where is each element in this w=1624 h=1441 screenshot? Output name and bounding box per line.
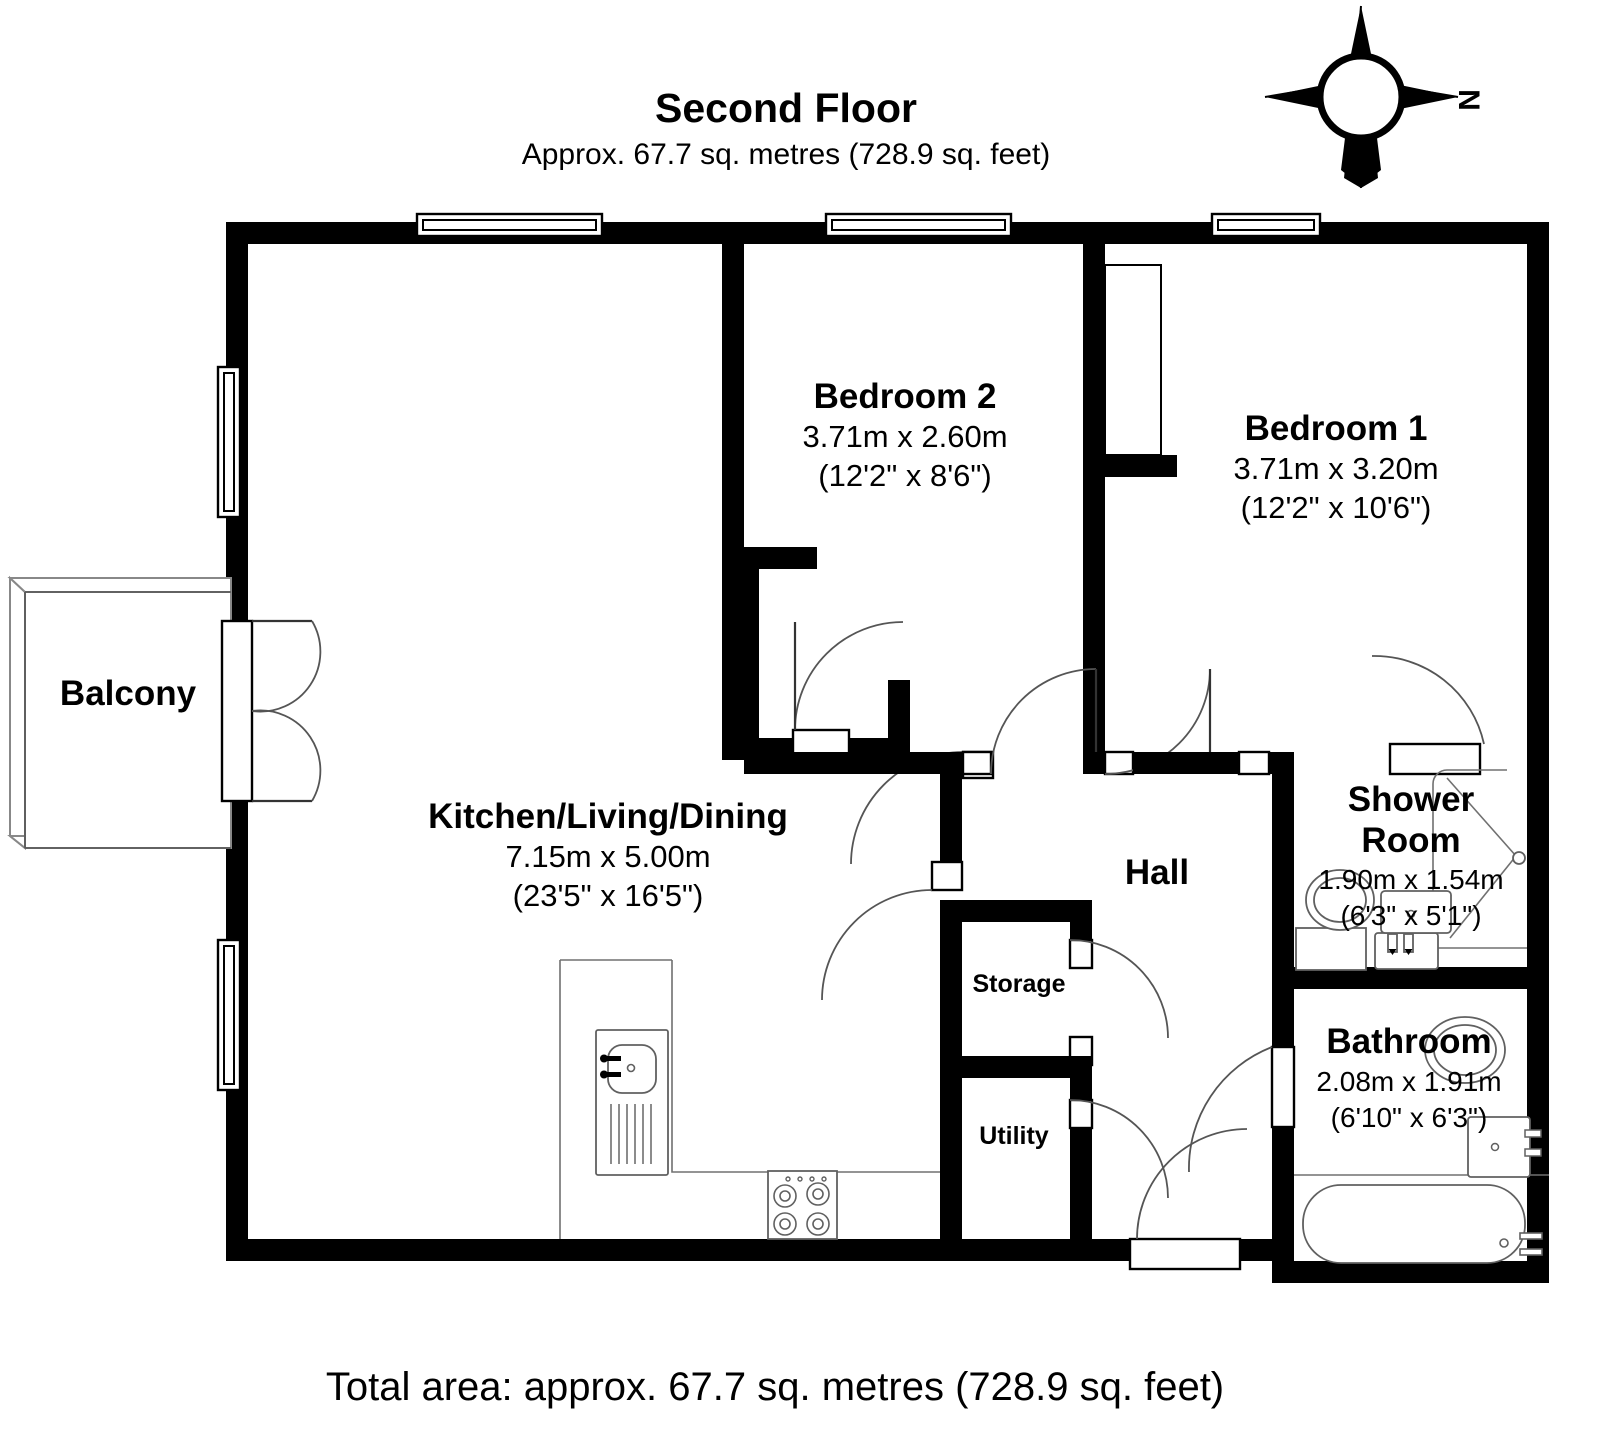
door-shower-room — [1371, 655, 1485, 776]
floorplan-walls: Balcony — [7, 212, 1549, 1283]
door-frame-entrance — [1128, 1237, 1242, 1271]
door-frame-balcony — [220, 619, 254, 803]
door-frame-utility — [1068, 1098, 1094, 1130]
room-label-bathroom: Bathroom 2.08m x 1.91m (6'10" x 6'3") — [1316, 1022, 1501, 1133]
wall-storage-right-upper — [1070, 900, 1092, 940]
opening-shower-room — [1237, 750, 1271, 776]
window-kld-top — [415, 212, 604, 238]
hob-four-burner — [767, 1170, 838, 1240]
room-name-bedroom1: Bedroom 1 — [1245, 409, 1428, 448]
room-name-shower-line2: Room — [1361, 821, 1460, 860]
balcony-rail-left — [9, 575, 26, 851]
wall-hall-top-left — [744, 752, 963, 774]
window-bedroom2-top — [824, 212, 1013, 238]
header-block: Second Floor Approx. 67.7 sq. metres (72… — [522, 85, 1051, 171]
shower-cubicle — [1432, 769, 1527, 949]
room-dim-metric-bathroom: 2.08m x 1.91m — [1316, 1066, 1501, 1097]
room-name-kld: Kitchen/Living/Dining — [428, 797, 788, 836]
bathroom-fixtures — [1294, 1016, 1549, 1264]
wall-bath-left — [1272, 752, 1294, 1283]
wall-bedroom2-bedroom1 — [1083, 244, 1105, 770]
door-frame-kld — [930, 860, 964, 892]
room-name-bathroom: Bathroom — [1326, 1022, 1491, 1061]
wall-bottom-left — [226, 1239, 1286, 1261]
wc-bathroom — [1424, 1016, 1506, 1084]
door-frame-bathroom — [1270, 1045, 1296, 1129]
wall-shower-bathroom — [1272, 967, 1549, 989]
opening-storage-top — [1068, 938, 1094, 970]
page-title: Second Floor — [655, 85, 917, 131]
window-bedroom1-top — [1210, 212, 1322, 238]
entrance-door — [1128, 1128, 1248, 1271]
room-dim-metric-shower: 1.90m x 1.54m — [1318, 864, 1503, 895]
door-bathroom — [1188, 1045, 1296, 1173]
kitchen-sink-with-drainer — [595, 1029, 669, 1176]
wall-right — [1527, 222, 1549, 1283]
wall-storage-utility — [940, 1056, 1092, 1078]
room-label-kld: Kitchen/Living/Dining 7.15m x 5.00m (23'… — [428, 797, 788, 913]
compass-north-label: N — [1452, 89, 1485, 111]
room-dim-imperial-bedroom2: (12'2" x 8'6") — [818, 458, 991, 493]
wall-hall-left-upper — [940, 774, 962, 862]
wall-bottom-right — [1272, 1261, 1549, 1283]
basin-bathroom — [1467, 1116, 1542, 1178]
balcony-structure: Balcony — [7, 575, 232, 851]
room-label-bedroom1: Bedroom 1 3.71m x 3.20m (12'2" x 10'6") — [1233, 409, 1438, 525]
wall-kld-utility — [940, 900, 962, 1261]
room-label-storage: Storage — [972, 970, 1065, 998]
room-label-bedroom2: Bedroom 2 3.71m x 2.60m (12'2" x 8'6") — [802, 377, 1007, 493]
window-kld-left-lower — [216, 938, 242, 1092]
basin-shower-room — [1374, 890, 1452, 970]
room-label-shower-room: Shower Room 1.90m x 1.54m (6'3" x 5'1") — [1318, 780, 1503, 931]
room-dim-imperial-bedroom1: (12'2" x 10'6") — [1241, 490, 1432, 525]
opening-bedroom2 — [961, 750, 993, 776]
room-dim-metric-bedroom2: 3.71m x 2.60m — [802, 419, 1007, 454]
room-name-bedroom2: Bedroom 2 — [814, 377, 997, 416]
wall-storage-top — [940, 900, 1092, 922]
wall-utility-right — [1070, 1128, 1092, 1239]
balcony-french-doors — [220, 619, 322, 803]
bedroom1-wardrobe-recess — [1104, 264, 1177, 477]
door-frame-shower — [1388, 742, 1482, 776]
room-dim-imperial-kld: (23'5" x 16'5") — [513, 878, 704, 913]
room-label-utility: Utility — [979, 1122, 1049, 1150]
balcony-rail-top — [7, 577, 232, 593]
compass-rose-icon: N — [1264, 5, 1485, 189]
room-dim-metric-bedroom1: 3.71m x 3.20m — [1233, 451, 1438, 486]
footer-total-area: Total area: approx. 67.7 sq. metres (728… — [326, 1365, 1224, 1409]
room-dim-imperial-bathroom: (6'10" x 6'3") — [1331, 1102, 1488, 1133]
window-group-left — [216, 365, 242, 1092]
room-dim-metric-kld: 7.15m x 5.00m — [505, 839, 710, 874]
room-dim-imperial-shower: (6'3" x 5'1") — [1340, 900, 1481, 931]
room-label-balcony: Balcony — [60, 674, 197, 713]
kitchen-units — [559, 959, 940, 1240]
room-name-shower-line1: Shower — [1348, 780, 1475, 819]
shower-room-fixtures — [1295, 769, 1527, 971]
room-label-hall: Hall — [1125, 853, 1189, 892]
hall-top-openings — [961, 668, 1273, 776]
window-kld-left-upper — [216, 365, 242, 519]
window-group-top — [415, 212, 1322, 238]
wc-shower-room — [1295, 869, 1375, 971]
page-subtitle: Approx. 67.7 sq. metres (728.9 sq. feet) — [522, 138, 1051, 171]
